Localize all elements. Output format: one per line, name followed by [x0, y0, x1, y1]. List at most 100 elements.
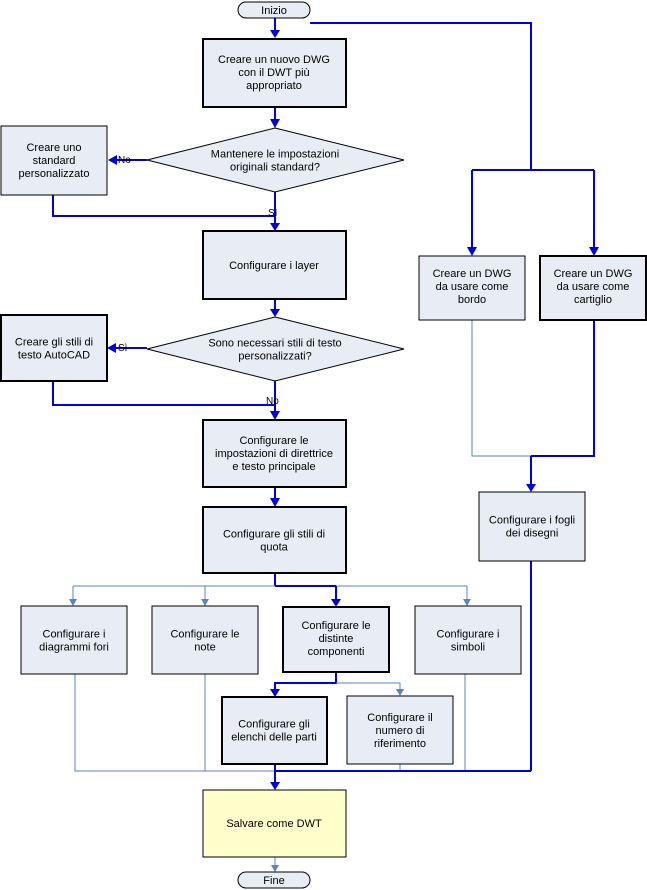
connector-custom-to-merge: [52, 195, 275, 217]
end-label: Fine: [263, 875, 284, 887]
connector-distinte-to-elenchi: [274, 672, 337, 690]
text-line: Configurare i: [437, 629, 500, 641]
text-line: Creare uno: [26, 142, 81, 154]
start-label: Inizio: [261, 5, 287, 17]
text-line: da usare come: [436, 281, 509, 293]
text-line: Configurare gli stili di: [223, 529, 325, 541]
arrowhead: [108, 155, 117, 165]
edge-label-no-1: No: [118, 155, 131, 166]
text-line: Configurare il: [367, 712, 432, 724]
text-line: e testo principale: [232, 461, 315, 473]
text-line: diagrammi fori: [39, 642, 109, 654]
text-line: Configurare i layer: [229, 260, 319, 272]
step-text-styles: [0, 314, 108, 382]
text-line: personalizzato: [19, 168, 90, 180]
arrowhead: [331, 599, 341, 607]
text-line: Mantenere le impostazioni: [211, 149, 339, 161]
arrowhead: [201, 599, 209, 606]
step-riferimento: [346, 695, 454, 765]
arrowhead: [463, 599, 471, 606]
connector-distinte-to-riferimento: [336, 682, 401, 690]
connector-text-styles-to-merge: [52, 381, 275, 406]
edge-label-si-2: Sì: [118, 343, 128, 354]
arrowhead: [69, 599, 77, 606]
text-line: cartiglio: [574, 294, 612, 306]
step-save-text: Salvare come DWT: [226, 818, 322, 830]
text-line: da usare come: [557, 281, 630, 293]
text-line: componenti: [308, 646, 365, 658]
text-line: quota: [260, 542, 288, 554]
arrowhead: [271, 865, 279, 872]
connector-cartiglio-down: [531, 320, 595, 457]
step-layers-text: Configurare i layer: [229, 260, 319, 272]
step-fogli: [478, 491, 586, 562]
text-line: impostazioni di direttrice: [215, 448, 333, 460]
text-line: numero di: [376, 725, 425, 737]
arrowhead: [467, 247, 477, 256]
text-line: Configurare le: [239, 435, 308, 447]
text-line: dei disegni: [506, 528, 559, 540]
text-line: Configurare i fogli: [489, 515, 575, 527]
arrowhead: [270, 223, 280, 231]
text-line: bordo: [458, 294, 486, 306]
text-line: simboli: [451, 642, 485, 654]
end-terminal: [237, 871, 311, 889]
text-line: Configurare le: [301, 620, 370, 632]
text-line: Creare un DWG: [554, 268, 633, 280]
step-cartiglio: [539, 255, 647, 321]
arrowhead: [270, 119, 280, 128]
step-custom-standard: [0, 125, 108, 196]
text-line: Configurare le: [170, 629, 239, 641]
edge-label-si-1: Sì: [268, 208, 278, 219]
text-line: Creare gli stili di: [15, 337, 93, 349]
arrowhead: [107, 343, 116, 353]
text-line: Configurare i: [43, 629, 106, 641]
step-fori: [20, 605, 128, 675]
text-line: originali standard?: [230, 162, 320, 174]
step-bordo: [418, 255, 526, 321]
step-dim-styles: [202, 506, 347, 574]
text-line: standard: [33, 155, 76, 167]
text-line: note: [194, 642, 215, 654]
step-simboli: [414, 605, 522, 675]
edge-label-no-2: No: [266, 396, 279, 407]
text-line: personalizzati?: [238, 351, 311, 363]
decision-keep-standard: [146, 127, 405, 193]
connector-bordo-down: [471, 320, 594, 457]
connector-start-to-right-branch: [310, 22, 532, 170]
start-terminal: [237, 1, 311, 19]
arrowhead: [270, 411, 280, 420]
step-note: [151, 605, 259, 675]
text-line: distinte: [319, 633, 354, 645]
text-line: riferimento: [374, 738, 426, 750]
arrowhead: [270, 309, 280, 317]
decision-text-needed-text: Sono necessari stili di testopersonalizz…: [208, 338, 341, 363]
arrowhead: [396, 689, 404, 696]
step-elenchi: [221, 696, 328, 765]
text-line: Sono necessari stili di testo: [208, 338, 341, 350]
arrowhead: [270, 30, 280, 38]
arrowhead: [270, 689, 280, 697]
step-save: [202, 789, 347, 858]
step-leader: [202, 419, 347, 488]
step-layers: [202, 230, 347, 300]
text-line: con il DWT più: [238, 67, 309, 79]
step-new-dwg: [202, 38, 347, 108]
decision-text-needed: [146, 316, 405, 382]
arrowhead: [270, 498, 280, 507]
text-line: testo AutoCAD: [18, 350, 90, 362]
arrowhead: [526, 484, 536, 492]
